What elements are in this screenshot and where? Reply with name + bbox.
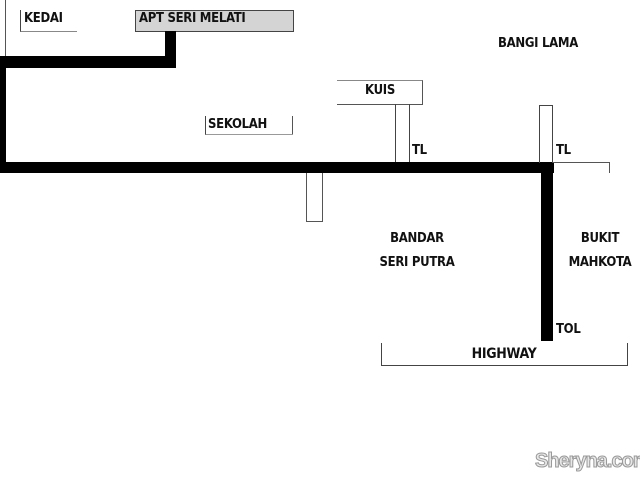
highway-bracket [381, 343, 628, 366]
road-left-vertical [0, 56, 6, 173]
bangi-lama-label: BANGI LAMA [498, 36, 578, 51]
road-apt-connector [165, 31, 176, 68]
edge-line [5, 0, 6, 56]
road-upper [0, 56, 176, 68]
road-east-tick [609, 162, 610, 173]
bandar-line1: BANDAR [390, 231, 444, 246]
highway-label: HIGHWAY [471, 346, 537, 362]
tol-label: TOL [556, 322, 581, 337]
traffic-light-label-2: TL [556, 143, 571, 158]
watermark: Sheryna.com [535, 450, 640, 473]
side-road-stub [306, 173, 323, 222]
bukit-mahkota-label: BUKIT MAHKOTA [555, 227, 640, 275]
kedai-box [20, 10, 77, 32]
traffic-light-label-1: TL [412, 143, 427, 158]
apt-seri-melati-box [135, 10, 294, 32]
kuis-box [337, 80, 423, 105]
kuis-road [395, 104, 410, 162]
road-east-thin [553, 162, 610, 163]
road-to-tol [541, 162, 553, 341]
kedai-label: KEDAI [24, 11, 63, 26]
bandar-line2: SERI PUTRA [379, 255, 455, 270]
bukit-line2: MAHKOTA [568, 255, 632, 270]
road-main [0, 162, 554, 173]
sekolah-tick [292, 116, 293, 134]
junction-road-north [539, 105, 553, 163]
apt-seri-melati-label: APT SERI MELATI [139, 11, 246, 26]
bandar-seri-putra-label: BANDAR SERI PUTRA [357, 227, 477, 275]
sekolah-box [205, 116, 293, 135]
bukit-line1: BUKIT [580, 231, 620, 246]
sekolah-label: SEKOLAH [208, 117, 268, 132]
kuis-label: KUIS [365, 83, 395, 98]
